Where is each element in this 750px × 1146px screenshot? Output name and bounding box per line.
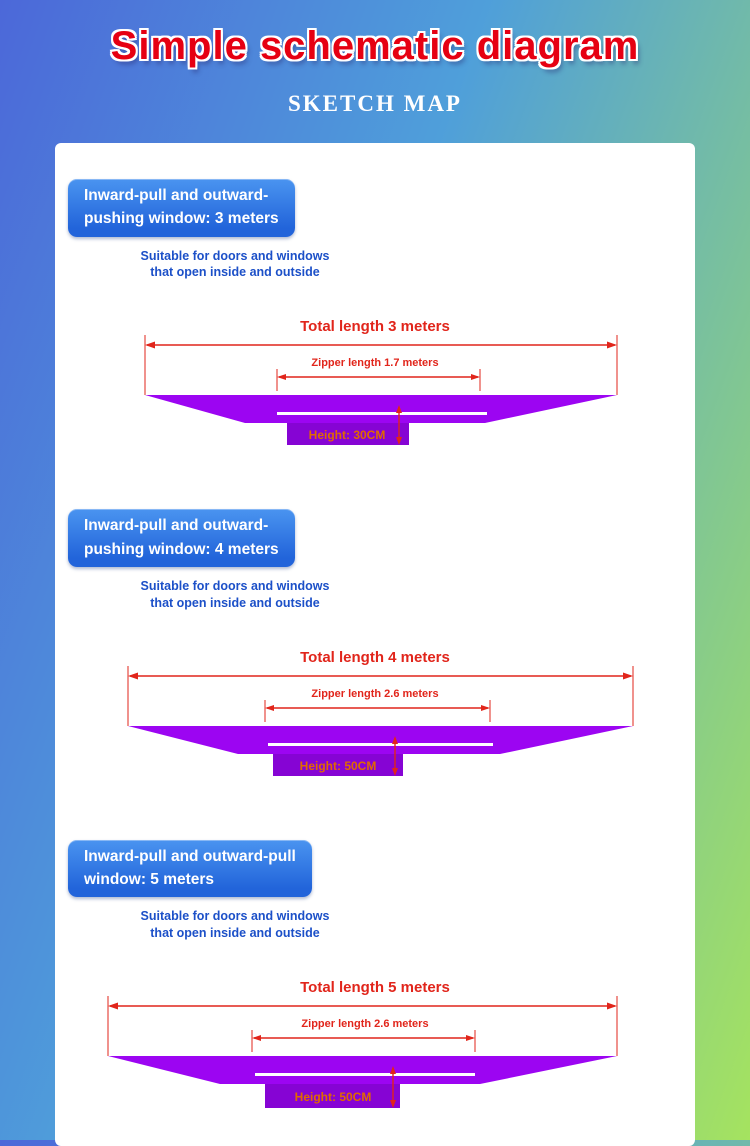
zipper-line [277, 412, 487, 416]
awning-diagram-5m: Total length 5 meters Zipper length 2.6 … [107, 979, 618, 1108]
awning-diagram-3m: Total length 3 meters Zipper length 1.7 … [144, 318, 618, 446]
arrow-left-icon [252, 1034, 261, 1041]
arrow-left-icon [265, 704, 274, 711]
page-header: Simple schematic diagram SKETCH MAP [0, 0, 750, 117]
page-title: Simple schematic diagram [110, 24, 640, 68]
arrow-right-icon [623, 672, 633, 679]
awning-diagram-4m: Total length 4 meters Zipper length 2.6 … [127, 649, 634, 776]
arrow-left-icon [277, 374, 286, 381]
page-subtitle: SKETCH MAP [288, 91, 462, 116]
awning-shape [145, 395, 617, 424]
height-label: Height: 30CM [309, 428, 386, 442]
zipper-line [268, 742, 493, 746]
content-card: Inward-pull and outward- pushing window:… [55, 143, 695, 1146]
arrow-right-icon [481, 704, 490, 711]
section-3-meters: Inward-pull and outward- pushing window:… [55, 179, 695, 455]
zipper-length-label: Zipper length 2.6 meters [301, 1018, 428, 1030]
arrow-left-icon [145, 341, 155, 349]
total-length-label: Total length 3 meters [300, 318, 450, 335]
awning-valance [273, 753, 403, 776]
zipper-length-label: Zipper length 2.6 meters [311, 688, 438, 700]
section-title-pill: Inward-pull and outward-pull window: 5 m… [68, 839, 312, 897]
section-4-meters: Inward-pull and outward- pushing window:… [55, 509, 695, 785]
arrow-left-icon [108, 1002, 118, 1010]
section-title-pill: Inward-pull and outward- pushing window:… [68, 509, 295, 567]
height-label: Height: 50CM [300, 759, 377, 773]
awning-shape [128, 725, 633, 754]
arrow-down-icon [396, 437, 402, 446]
section-5-meters: Inward-pull and outward-pull window: 5 m… [55, 839, 695, 1116]
awning-shape [108, 1055, 617, 1084]
section-description: Suitable for doors and windows that open… [140, 578, 330, 610]
arrow-up-icon [396, 405, 402, 414]
zipper-line [255, 1072, 475, 1076]
section-description: Suitable for doors and windows that open… [140, 248, 330, 280]
arrow-right-icon [471, 374, 480, 381]
awning-valance [265, 1083, 400, 1108]
total-length-label: Total length 5 meters [300, 979, 450, 996]
arrow-down-icon [392, 767, 398, 776]
awning-valance [287, 423, 409, 446]
height-label: Height: 50CM [295, 1090, 372, 1104]
arrow-right-icon [607, 1002, 617, 1010]
total-length-label: Total length 4 meters [300, 649, 450, 666]
arrow-right-icon [466, 1034, 475, 1041]
arrow-left-icon [128, 672, 138, 679]
arrow-up-icon [390, 1065, 396, 1074]
section-title-pill: Inward-pull and outward- pushing window:… [68, 179, 295, 237]
arrow-up-icon [392, 735, 398, 744]
arrow-down-icon [390, 1099, 396, 1108]
zipper-length-label: Zipper length 1.7 meters [311, 357, 438, 369]
arrow-right-icon [607, 341, 617, 349]
section-description: Suitable for doors and windows that open… [140, 909, 330, 940]
